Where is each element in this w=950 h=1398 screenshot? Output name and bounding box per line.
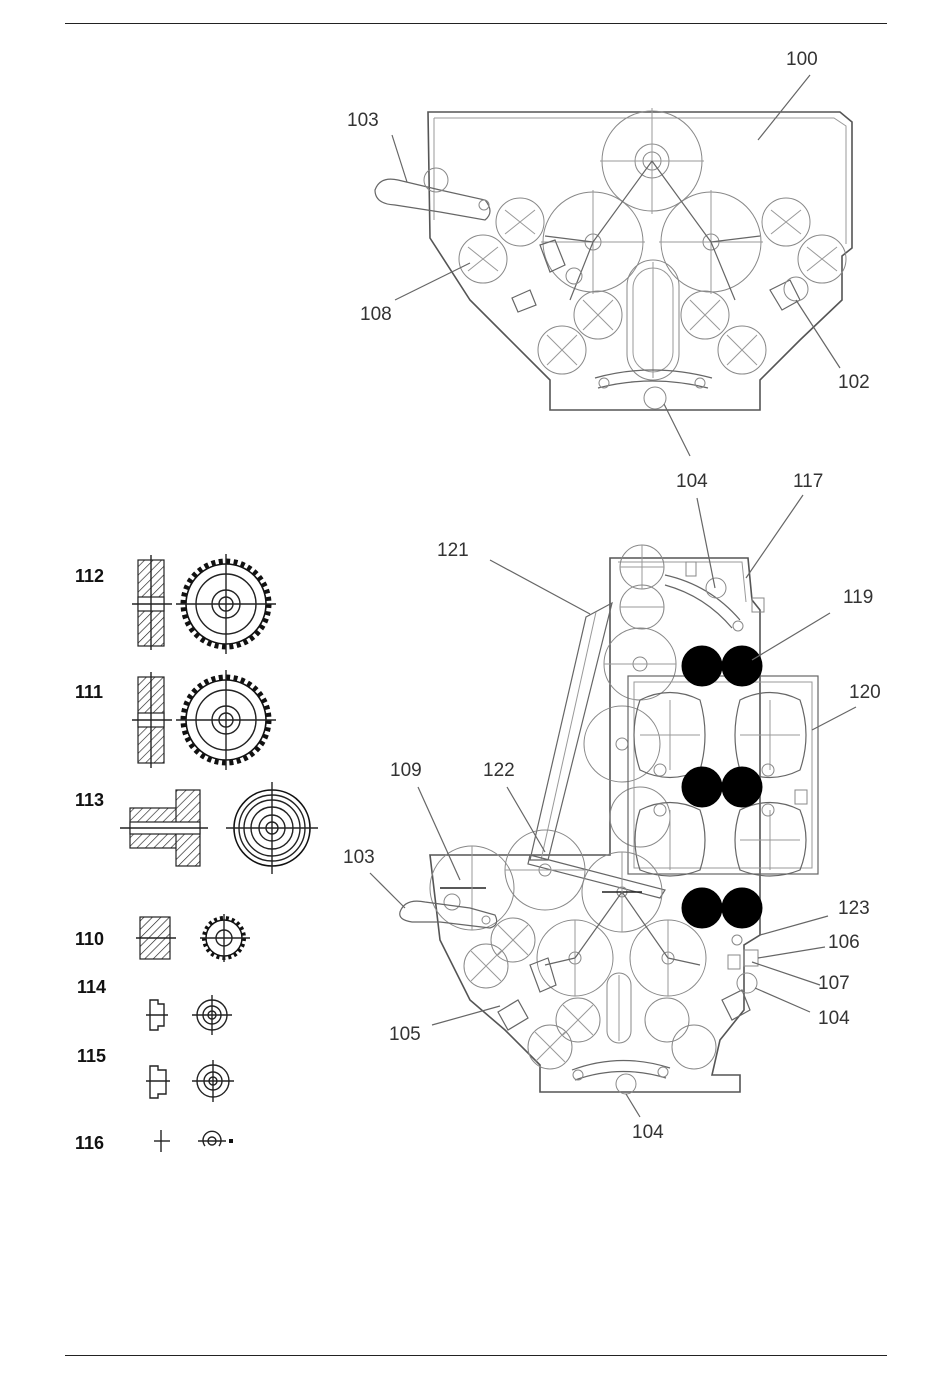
part-112-gear: [132, 554, 276, 654]
label-108: 108: [360, 304, 392, 325]
part-113-hub: [120, 782, 318, 874]
figure-bottom-assembly: [370, 495, 856, 1117]
figure-top-assembly: [375, 75, 852, 456]
part-label-116: 116: [75, 1133, 104, 1153]
label-117: 117: [793, 471, 823, 492]
label-105: 105: [389, 1024, 421, 1045]
part-116-clip: [154, 1130, 233, 1152]
label-119: 119: [843, 587, 873, 608]
part-label-115: 115: [77, 1046, 106, 1066]
label-100: 100: [786, 49, 818, 70]
part-114-bushing: [146, 995, 232, 1035]
part-label-110: 110: [75, 929, 104, 949]
label-109: 109: [390, 760, 422, 781]
label-103-top: 103: [347, 110, 379, 131]
label-120: 120: [849, 682, 881, 703]
label-122: 122: [483, 760, 515, 781]
part-label-114: 114: [77, 977, 106, 997]
label-121: 121: [437, 540, 469, 561]
label-106: 106: [828, 932, 860, 953]
part-label-113: 113: [75, 790, 104, 810]
label-104-right: 104: [818, 1008, 850, 1029]
part-111-gear: [132, 670, 276, 770]
label-104-bottom: 104: [632, 1122, 664, 1143]
label-123: 123: [838, 898, 870, 919]
part-110-gear: [136, 914, 250, 962]
part-label-112: 112: [75, 566, 104, 586]
label-102: 102: [838, 372, 870, 393]
part-115-bushing: [146, 1060, 234, 1102]
part-label-111: 111: [75, 682, 103, 702]
label-103-bottom: 103: [343, 847, 375, 868]
label-104-tower: 104: [676, 471, 708, 492]
label-107: 107: [818, 973, 850, 994]
